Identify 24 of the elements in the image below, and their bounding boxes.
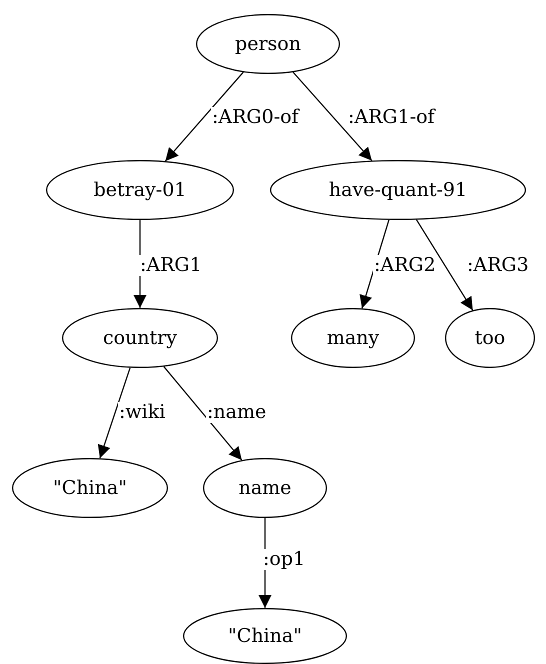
ellipse-node — [12, 458, 168, 518]
node-label: "China" — [228, 625, 302, 647]
edge-label: :ARG2 — [373, 255, 437, 276]
node-label: have-quant-91 — [328, 179, 468, 201]
node-label: many — [326, 327, 380, 349]
ellipse-node — [46, 160, 234, 220]
ellipse-node — [183, 608, 347, 664]
ellipse-node — [291, 308, 415, 368]
node-label: too — [474, 327, 506, 349]
arrow — [292, 72, 372, 162]
node-label: "China" — [53, 477, 127, 499]
node-label: name — [238, 477, 292, 499]
node-label: betray-01 — [94, 179, 186, 201]
node-label: person — [235, 33, 301, 55]
ellipse-node — [62, 308, 218, 368]
arrow — [164, 72, 244, 162]
arrow — [98, 368, 131, 458]
arrow — [163, 366, 242, 461]
ellipse-node — [203, 458, 327, 518]
ellipse-node — [196, 14, 340, 74]
ellipse-node — [270, 160, 526, 220]
ellipse-node — [445, 308, 535, 368]
node-label: country — [102, 327, 177, 349]
arrow — [416, 219, 474, 311]
